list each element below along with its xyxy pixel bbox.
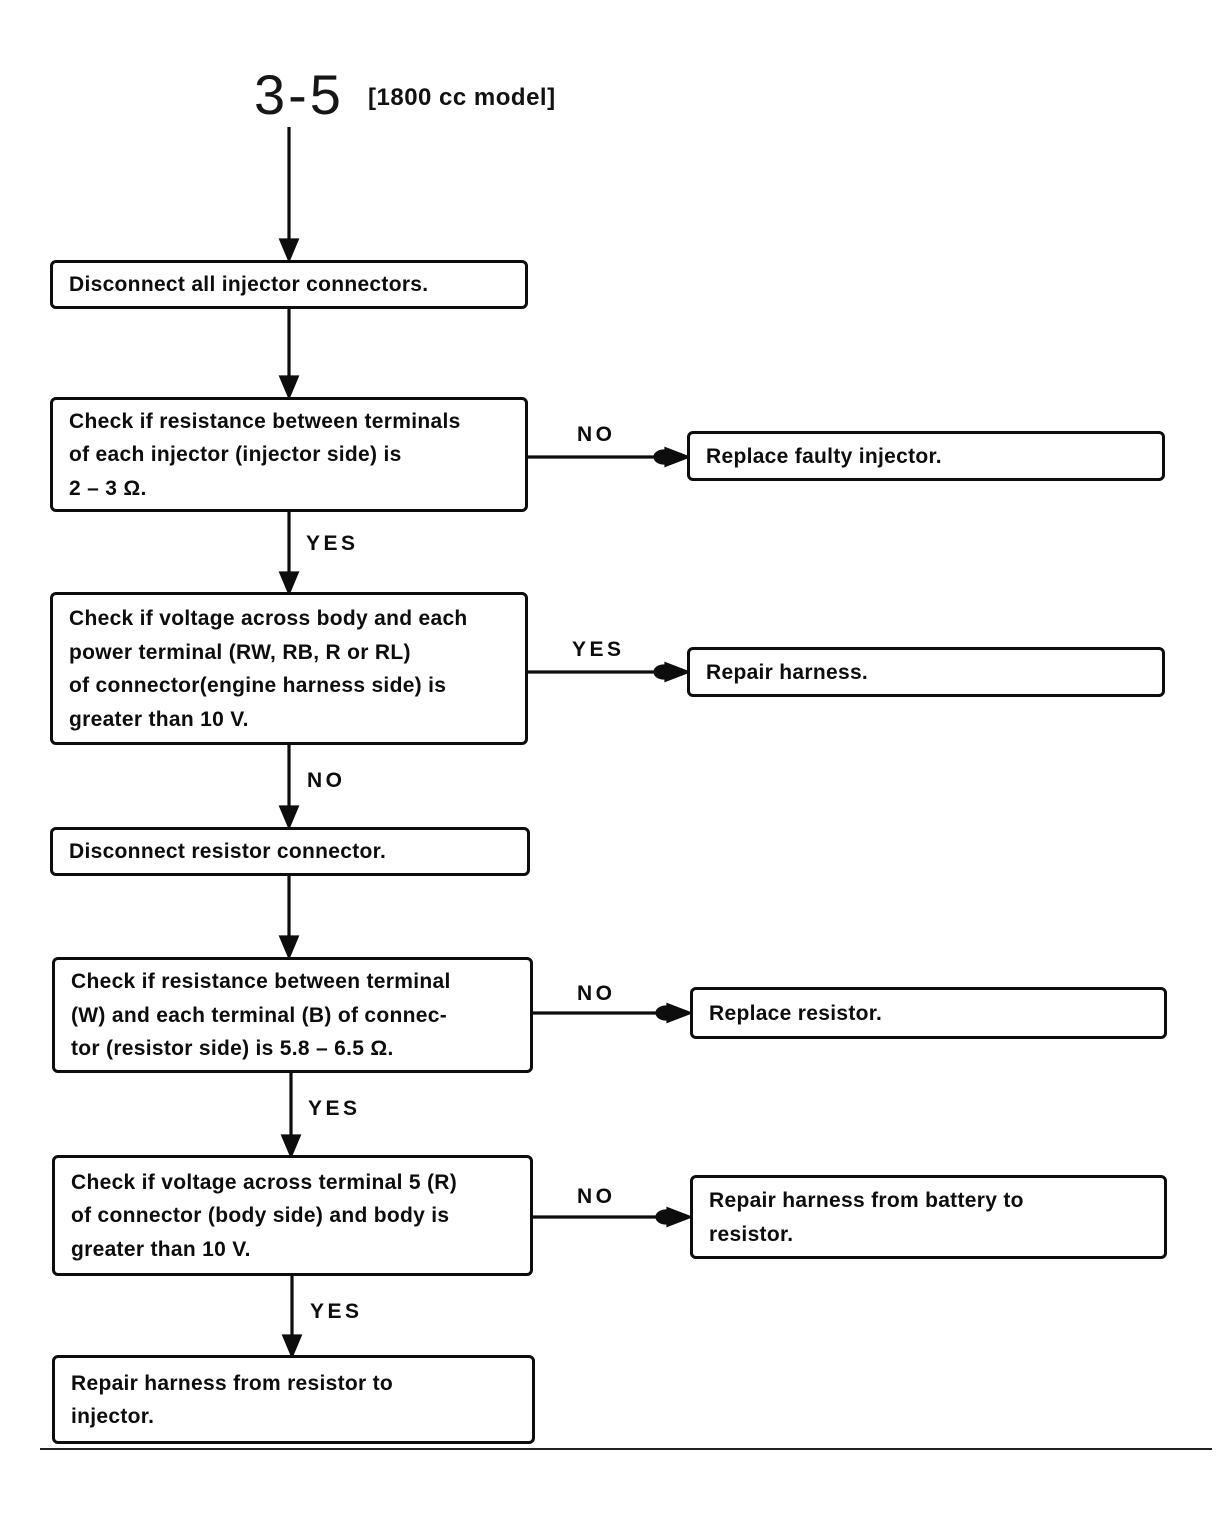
flow-box-text: Check if voltage across terminal 5 (R) [71,1170,458,1194]
flow-box-text: resistor. [709,1222,794,1246]
flow-box-text: power terminal (RW, RB, R or RL) [69,640,411,664]
flow-box-text: injector. [71,1405,155,1428]
branch-label-yes: YES [310,1300,363,1323]
flow-box-repair-harness-battery-to-resistor: Repair harness from battery to resistor. [690,1175,1167,1259]
flow-box-text: Check if resistance between terminal [71,970,451,994]
flow-box-text: Replace resistor. [709,1001,883,1025]
flow-box-text: of connector(engine harness side) is [69,674,447,697]
flow-box-check-injector-resistance: Check if resistance between terminals of… [50,397,528,512]
flow-box-check-power-voltage: Check if voltage across body and each po… [50,592,528,745]
flow-box-repair-harness-resistor-to-injector: Repair harness from resistor to injector… [52,1355,535,1444]
flow-box-text: Disconnect resistor connector. [69,840,387,864]
arrowhead-down-icon [281,1334,303,1360]
flow-box-text: (W) and each terminal (B) of connec- [71,1003,447,1027]
flow-box-replace-faulty-injector: Replace faulty injector. [687,431,1165,481]
branch-label-no: NO [307,769,346,792]
arrowhead-right-icon [653,449,675,465]
flow-box-text: of each injector (injector side) is [69,443,402,467]
arrowhead-down-icon [278,238,300,264]
flow-box-text: Repair harness from battery to [709,1189,1024,1212]
section-number: 3-5 [254,63,344,126]
page-divider [40,1448,1212,1450]
flow-box-text: Replace faulty injector. [706,444,942,468]
arrowhead-right-icon [666,1206,694,1228]
flow-box-text: Disconnect all injector connectors. [69,273,429,297]
branch-label-no: NO [577,1185,616,1208]
flow-box-text: tor (resistor side) is 5.8 – 6.5 Ω. [71,1037,394,1061]
arrowhead-down-icon [278,935,300,961]
flow-box-text: 2 – 3 Ω. [69,476,147,500]
arrowhead-down-icon [278,571,300,597]
flow-box-text: of connector (body side) and body is [71,1204,450,1228]
arrowhead-down-icon [280,1134,302,1160]
arrowhead-right-icon [664,446,692,468]
arrowhead-down-icon [278,805,300,831]
branch-label-yes: YES [306,532,359,555]
flow-box-check-resistor-resistance: Check if resistance between terminal (W)… [52,957,533,1073]
flow-box-text: Check if resistance between terminals [69,409,461,433]
model-label: [1800 cc model] [368,84,556,111]
flow-box-text: Check if voltage across body and each [69,607,468,630]
arrowhead-right-icon [666,1002,694,1024]
arrowhead-right-icon [653,664,675,680]
flow-box-disconnect-resistor: Disconnect resistor connector. [50,827,530,876]
flow-box-disconnect-injectors: Disconnect all injector connectors. [50,260,528,309]
flow-box-repair-harness: Repair harness. [687,647,1165,697]
flow-box-text: greater than 10 V. [69,707,249,731]
arrowhead-right-icon [655,1209,677,1225]
branch-label-yes: YES [572,638,625,661]
branch-label-no: NO [577,423,616,446]
branch-label-no: NO [577,982,616,1005]
flow-box-replace-resistor: Replace resistor. [690,987,1167,1039]
arrowhead-right-icon [655,1005,677,1021]
flow-box-check-terminal5-voltage: Check if voltage across terminal 5 (R) o… [52,1155,533,1276]
arrowhead-right-icon [664,661,692,683]
flow-box-text: Repair harness from resistor to [71,1371,394,1395]
flow-box-text: Repair harness. [706,660,869,684]
branch-label-yes: YES [308,1097,361,1120]
arrowhead-down-icon [278,375,300,401]
flow-box-text: greater than 10 V. [71,1237,251,1261]
